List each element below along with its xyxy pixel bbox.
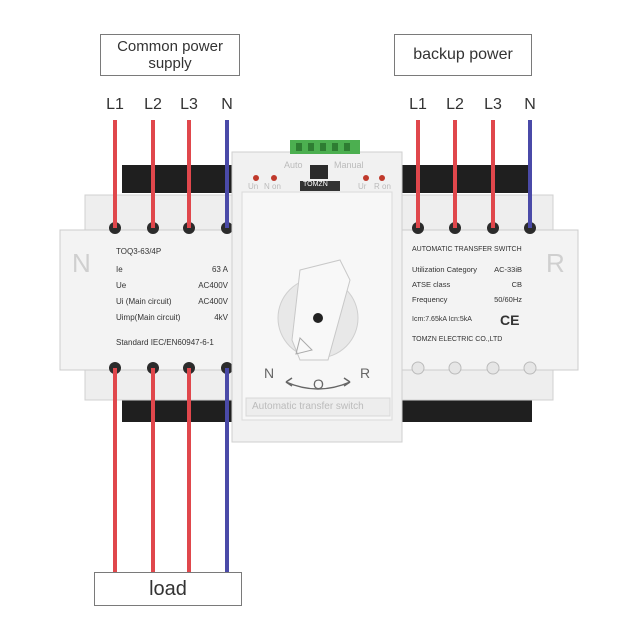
dial-n-label: N [264, 365, 275, 381]
footer-label: Automatic transfer switch [252, 401, 364, 412]
common-power-supply-box: Common power supply [100, 34, 240, 76]
led-label-ur: Ur [358, 182, 367, 191]
ce-mark: CE [500, 312, 520, 328]
spec-value: 4kV [214, 313, 228, 322]
spec-value: AC-33iB [494, 265, 522, 274]
dial-r-label: R [360, 365, 371, 381]
right-rating-line: Icm:7.65kA Icn:5kA [412, 316, 472, 323]
backup-power-label: backup power [413, 46, 513, 63]
spec-value: AC400V [198, 297, 228, 306]
spec-key: Utilization Category [412, 265, 478, 274]
spec-key: Uimp(Main circuit) [116, 313, 181, 322]
auto-manual-switch [310, 165, 328, 179]
spec-value: 50/60Hz [494, 295, 522, 304]
common-power-supply-label: Common power supply [117, 38, 223, 72]
spec-value: 63 A [211, 265, 228, 274]
spec-value: CB [511, 280, 522, 289]
right-title: AUTOMATIC TRANSFER SWITCH [412, 246, 522, 253]
phase-label-right-l2: L2 [446, 96, 464, 113]
led-label-r-on: R on [374, 182, 391, 191]
brand-label: TOMZN [303, 181, 328, 188]
load-label: load [149, 577, 187, 600]
right-maker: TOMZN ELECTRIC CO.,LTD [412, 336, 503, 343]
brand-badge [300, 181, 340, 191]
phase-label-left-l2: L2 [144, 96, 162, 113]
phase-label-left-l3: L3 [180, 96, 198, 113]
right-spec-list: Utilization Category AC-33iB ATSE class CB… [412, 265, 522, 310]
led-label-n-on: N on [264, 182, 281, 191]
footer-plate [245, 397, 391, 417]
left-model: TOQ3-63/4P [116, 247, 162, 256]
spec-key: Ue [116, 281, 127, 290]
spec-key: Ui (Main circuit) [116, 297, 172, 306]
spec-value: AC400V [198, 281, 228, 290]
led-label-un: Un [248, 182, 259, 191]
spec-key: Frequency [412, 295, 448, 304]
rotary-handle [291, 259, 351, 361]
load-wires [113, 368, 229, 572]
phase-label-right-l3: L3 [484, 96, 502, 113]
left-standard: Standard IEC/EN60947-6-1 [116, 338, 214, 347]
phase-label-right-l1: L1 [409, 96, 427, 113]
mode-manual-label: Manual [334, 160, 364, 170]
phase-label-left-n: N [221, 96, 233, 113]
mode-auto-label: Auto [284, 160, 303, 170]
dial-o-label: O [313, 376, 324, 392]
backup-power-box: backup power [394, 34, 532, 76]
dial-arrow-icon [295, 337, 313, 355]
right-side-letter: R [546, 248, 565, 278]
left-side-letter: N [72, 248, 91, 278]
spec-key: Ie [116, 265, 123, 274]
spec-key: ATSE class [412, 280, 451, 289]
load-box: load [94, 572, 242, 606]
status-leds [253, 175, 385, 181]
phase-label-right-n: N [524, 96, 536, 113]
dial-arc [285, 381, 351, 390]
supply-wires [113, 120, 532, 228]
phase-label-left-l1: L1 [106, 96, 124, 113]
